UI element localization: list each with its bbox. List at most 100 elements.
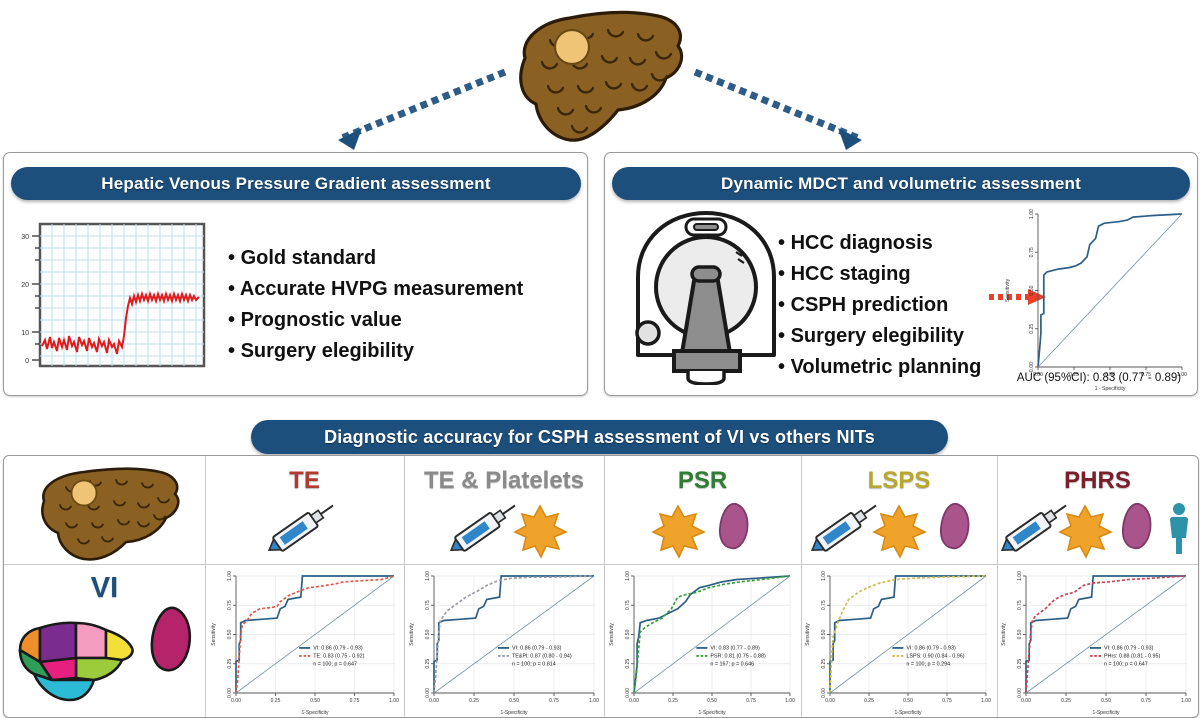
hvpg-tracing-chart: 30 20 10 0 — [18, 218, 210, 378]
svg-text:0.25: 0.25 — [227, 659, 233, 669]
svg-text:Sensitivity: Sensitivity — [805, 623, 811, 646]
svg-text:1.00: 1.00 — [589, 698, 599, 704]
svg-text:0.50: 0.50 — [310, 698, 320, 704]
te-platelets-icon-row — [404, 498, 604, 562]
hvpg-panel-title: Hepatic Venous Pressure Gradient assessm… — [11, 167, 581, 200]
svg-text:0.00: 0.00 — [1033, 372, 1043, 378]
svg-text:0.75: 0.75 — [1141, 372, 1151, 378]
svg-text:n = 100; p = 0.647: n = 100; p = 0.647 — [1104, 662, 1148, 668]
svg-text:1.00: 1.00 — [785, 698, 795, 704]
svg-text:1.00: 1.00 — [389, 698, 399, 704]
column-header-te: TE — [289, 467, 320, 494]
svg-text:Sensitivity: Sensitivity — [409, 623, 415, 646]
svg-text:0.25: 0.25 — [271, 698, 281, 704]
svg-text:1.00: 1.00 — [821, 571, 827, 581]
svg-text:PHrs: 0.88 (0.81 - 0.95): PHrs: 0.88 (0.81 - 0.95) — [1104, 654, 1161, 660]
svg-text:10: 10 — [21, 330, 29, 337]
svg-text:0.25: 0.25 — [1061, 698, 1071, 704]
svg-text:0.50: 0.50 — [425, 629, 431, 639]
svg-text:1.00: 1.00 — [1181, 698, 1191, 704]
svg-text:0.50: 0.50 — [707, 698, 717, 704]
mdct-panel-title: Dynamic MDCT and volumetric assessment — [612, 167, 1190, 200]
svg-text:VI: 0.86 (0.79 - 0.93): VI: 0.86 (0.79 - 0.93) — [906, 646, 956, 652]
svg-text:PSR: 0.81 (0.75 - 0.88): PSR: 0.81 (0.75 - 0.88) — [710, 654, 766, 660]
svg-text:1-Specificity: 1-Specificity — [895, 710, 922, 715]
svg-text:0.00: 0.00 — [629, 698, 639, 704]
svg-text:0.25: 0.25 — [425, 659, 431, 669]
column-header-phrs: PHRS — [1064, 467, 1131, 494]
svg-text:0.00: 0.00 — [231, 698, 241, 704]
svg-text:n = 167; p = 0.646: n = 167; p = 0.646 — [710, 662, 754, 668]
svg-text:1.00: 1.00 — [1029, 209, 1035, 219]
spleen-icon — [146, 604, 194, 676]
svg-text:0.00: 0.00 — [227, 688, 233, 698]
svg-text:VI: 0.83 (0.77 - 0.89): VI: 0.83 (0.77 - 0.89) — [710, 646, 760, 652]
tumor-nodule — [70, 479, 98, 507]
svg-text:0.00: 0.00 — [825, 698, 835, 704]
svg-text:0.00: 0.00 — [429, 698, 439, 704]
lsps-icon-row — [801, 498, 997, 562]
top-liver-illustration — [480, 0, 720, 150]
svg-text:0.75: 0.75 — [549, 698, 559, 704]
svg-text:LSPS: 0.90 (0.84 - 0.96): LSPS: 0.90 (0.84 - 0.96) — [906, 654, 964, 660]
svg-text:Sensitivity: Sensitivity — [1005, 278, 1011, 302]
svg-text:0.50: 0.50 — [1101, 698, 1111, 704]
te-icon-row — [205, 498, 404, 562]
svg-text:0.75: 0.75 — [1029, 247, 1035, 257]
svg-text:n = 100; p = 0.294: n = 100; p = 0.294 — [906, 662, 950, 668]
svg-text:0.75: 0.75 — [942, 698, 952, 704]
svg-text:TE: 0.83 (0.75 - 0.92): TE: 0.83 (0.75 - 0.92) — [313, 654, 364, 660]
arrow-left-dashed — [300, 60, 520, 160]
svg-text:0.50: 0.50 — [821, 629, 827, 639]
hvpg-bullet-0: • Gold standard — [228, 247, 377, 269]
comparison-table: TE TE & Platelets PSR LSPS PHRS VI — [3, 455, 1199, 718]
table-liver-icon — [26, 461, 186, 561]
mdct-bullet-list: • HCC diagnosis • HCC staging • CSPH pre… — [778, 228, 981, 383]
diagnostic-accuracy-banner: Diagnostic accuracy for CSPH assessment … — [251, 420, 948, 454]
svg-text:n = 100; p = 0.814: n = 100; p = 0.814 — [512, 662, 556, 668]
svg-text:VI: 0.86 (0.79 - 0.93): VI: 0.86 (0.79 - 0.93) — [512, 646, 562, 652]
svg-text:0.00: 0.00 — [425, 688, 431, 698]
phrs-icon-row — [997, 498, 1198, 562]
svg-text:0.75: 0.75 — [350, 698, 360, 704]
svg-text:0.75: 0.75 — [821, 600, 827, 610]
svg-text:0.50: 0.50 — [509, 698, 519, 704]
svg-text:0: 0 — [25, 358, 29, 365]
hvpg-bullet-1: • Accurate HVPG measurement — [228, 278, 524, 300]
mdct-bullet-1: • HCC staging — [778, 263, 911, 285]
svg-text:1.00: 1.00 — [1177, 372, 1187, 378]
column-header-psr: PSR — [677, 467, 728, 494]
svg-text:0.25: 0.25 — [864, 698, 874, 704]
svg-text:1.00: 1.00 — [425, 571, 431, 581]
svg-text:0.75: 0.75 — [1017, 600, 1023, 610]
svg-text:0.75: 0.75 — [746, 698, 756, 704]
dashed-red-arrow-icon — [986, 285, 1048, 309]
svg-text:0.75: 0.75 — [425, 600, 431, 610]
svg-text:Sensitivity: Sensitivity — [211, 623, 217, 646]
svg-text:20: 20 — [21, 282, 29, 289]
svg-text:1.00: 1.00 — [625, 571, 631, 581]
svg-text:0.50: 0.50 — [1029, 285, 1035, 295]
patient-icon — [1170, 503, 1188, 554]
svg-text:0.50: 0.50 — [1105, 372, 1115, 378]
svg-text:0.00: 0.00 — [821, 688, 827, 698]
svg-text:Sensitivity: Sensitivity — [609, 623, 615, 646]
svg-text:0.50: 0.50 — [903, 698, 913, 704]
svg-text:Sensitivity: Sensitivity — [1001, 623, 1007, 646]
svg-text:0.25: 0.25 — [1017, 659, 1023, 669]
segmented-liver-icon — [18, 608, 140, 708]
svg-text:0.25: 0.25 — [821, 659, 827, 669]
svg-text:VI: 0.86 (0.79 - 0.93): VI: 0.86 (0.79 - 0.93) — [1104, 646, 1154, 652]
psr-icon-row — [604, 498, 801, 562]
svg-text:0.25: 0.25 — [625, 659, 631, 669]
column-header-te-platelets: TE & Platelets — [423, 467, 585, 494]
svg-text:0.25: 0.25 — [469, 698, 479, 704]
svg-text:0.00: 0.00 — [1029, 362, 1035, 372]
mdct-panel-title-text: Dynamic MDCT and volumetric assessment — [721, 173, 1081, 193]
svg-text:1-Specificity: 1-Specificity — [501, 710, 528, 715]
hvpg-bullet-2: • Prognostic value — [228, 309, 402, 331]
